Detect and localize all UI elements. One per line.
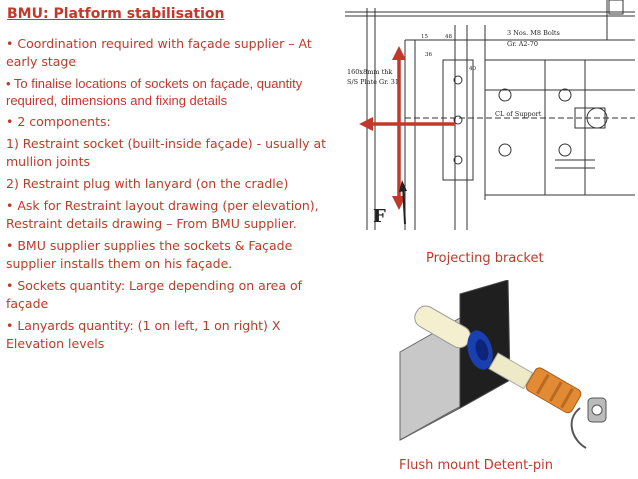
component-restraint-plug: 2) Restraint plug with lanyard (on the c… xyxy=(6,176,289,191)
bullet-coordination: • Coordination required with façade supp… xyxy=(6,36,312,69)
label-bolts: 3 Nos. M8 Bolts xyxy=(507,29,560,37)
bullet-sockets-quantity: • Sockets quantity: Large depending on a… xyxy=(6,278,303,311)
caption-projecting-bracket: Projecting bracket xyxy=(426,251,544,266)
label-support: CL of Support xyxy=(495,110,542,118)
force-label: F xyxy=(373,206,386,227)
component-restraint-socket: 1) Restraint socket (built-inside façade… xyxy=(6,136,327,169)
lanyard-ring-icon xyxy=(570,397,607,449)
detent-pin-illustration xyxy=(390,279,630,450)
bullet-two-components: • 2 components: xyxy=(6,114,111,129)
label-plate-grade: S/S Plate Gr. 31 xyxy=(347,78,399,86)
label-dim-3: 36 xyxy=(425,52,432,58)
force-arrow-icon xyxy=(399,180,407,225)
bullet-list: • Coordination required with façade supp… xyxy=(6,35,342,357)
bullet-lanyards-quantity: • Lanyards quantity: (1 on left, 1 on ri… xyxy=(6,318,281,351)
bullet-supplier-roles: • BMU supplier supplies the sockets & Fa… xyxy=(6,238,293,271)
label-dim-2: 48 xyxy=(445,34,452,40)
projecting-bracket-drawing: 3 Nos. M8 Bolts Gr. A2-70 160x8mm thk S/… xyxy=(345,0,635,230)
label-grade: Gr. A2-70 xyxy=(507,40,538,48)
bullet-ask-drawings: • Ask for Restraint layout drawing (per … xyxy=(6,198,319,231)
label-plate: 160x8mm thk xyxy=(347,68,392,76)
label-dim-4: 40 xyxy=(469,66,476,72)
caption-detent-pin: Flush mount Detent-pin xyxy=(399,458,554,473)
slide-title: BMU: Platform stabilisation xyxy=(7,6,225,22)
bullet-finalise-locations: • To finalise locations of sockets on fa… xyxy=(6,76,303,108)
label-dim-1: 15 xyxy=(421,34,428,40)
